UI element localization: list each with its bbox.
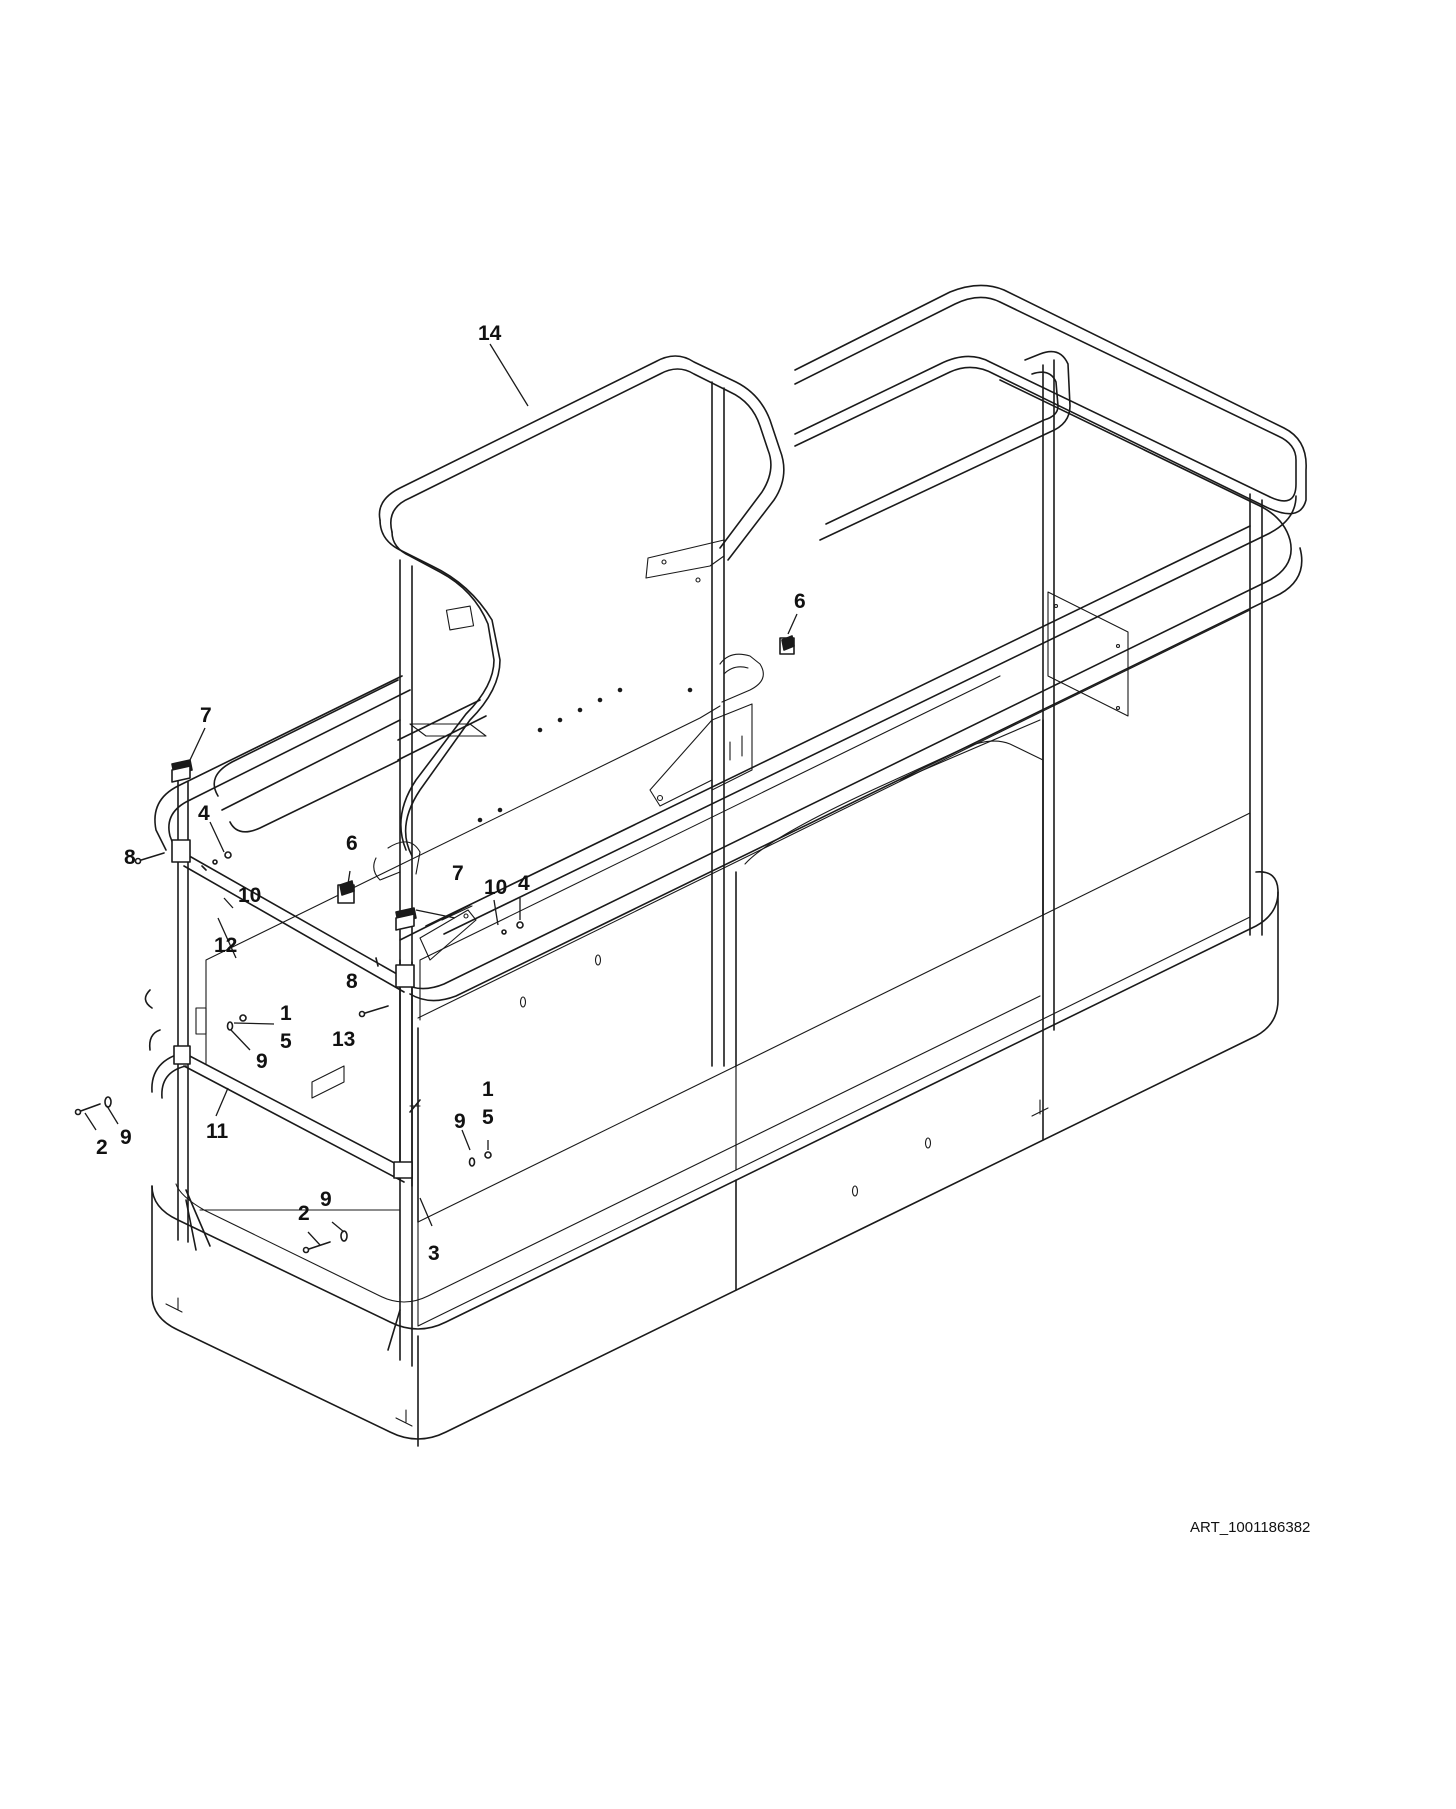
callout-4-left: 4 [198, 802, 210, 825]
callout-8-mid: 8 [346, 970, 358, 993]
callout-5-right: 5 [482, 1106, 494, 1129]
callout-9-right: 9 [454, 1110, 466, 1133]
callout-10-mid: 10 [484, 876, 507, 899]
gate-assembly [148, 675, 471, 1367]
art-reference-id: ART_1001186382 [1190, 1519, 1310, 1536]
callout-3: 3 [428, 1242, 440, 1265]
callout-6-mid: 6 [346, 832, 358, 855]
top-rail-rear [425, 284, 1307, 1031]
mounting-brackets [195, 539, 795, 1107]
callout-11: 11 [206, 1120, 229, 1143]
callout-14: 14 [478, 322, 502, 345]
callout-6-top: 6 [794, 590, 806, 613]
callout-labels: 14 6 7 4 10 8 6 7 10 4 12 8 1 5 9 13 11 … [96, 322, 806, 1265]
callout-4-mid: 4 [518, 872, 530, 895]
callout-10-left: 10 [238, 884, 261, 907]
basket-frame-art [74, 284, 1307, 1447]
callout-2-bottom: 2 [298, 1202, 310, 1225]
callout-8-left: 8 [124, 846, 136, 869]
callout-7-mid: 7 [452, 862, 464, 885]
callout-9-left: 9 [256, 1050, 268, 1073]
callout-13: 13 [332, 1028, 355, 1051]
callout-1-left: 1 [280, 1002, 292, 1025]
callout-2-far-left: 2 [96, 1136, 108, 1159]
base-pan [151, 871, 1279, 1447]
callout-9-far-left: 9 [120, 1126, 132, 1149]
leader-lines [84, 343, 798, 1246]
mid-rail [144, 379, 1303, 1009]
callout-9-bottom: 9 [320, 1188, 332, 1211]
callout-12: 12 [214, 934, 237, 957]
callout-5-left: 5 [280, 1030, 292, 1053]
callout-1-right: 1 [482, 1078, 494, 1101]
callout-7-left: 7 [200, 704, 212, 727]
